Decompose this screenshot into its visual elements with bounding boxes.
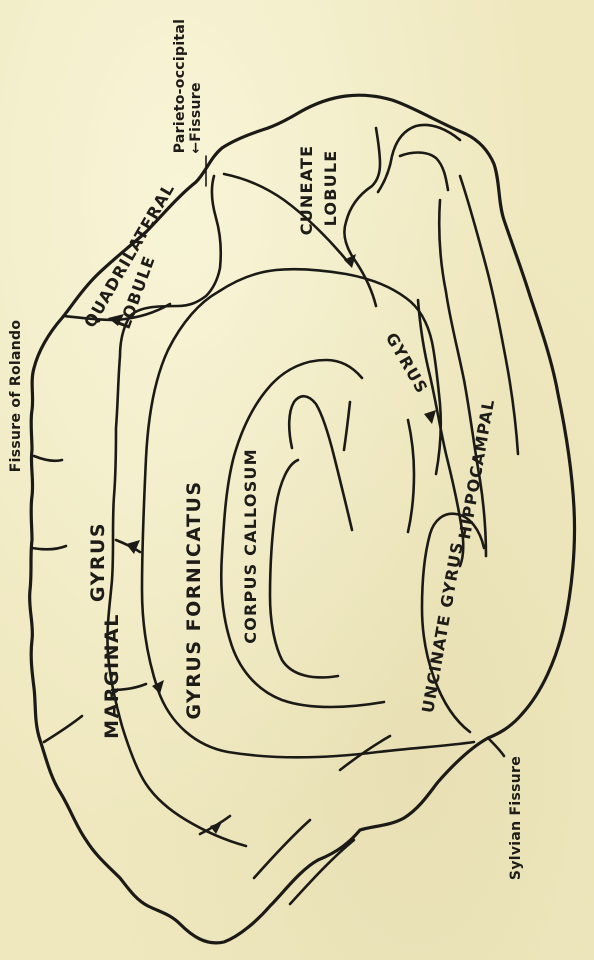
fornix-curve [289, 396, 352, 530]
sylvian-notch [488, 738, 504, 756]
marginal-notch-3 [44, 716, 82, 742]
label-uncinate-gyrus: UNCINATE GYRUS [418, 540, 467, 715]
frontal-sulcus-3 [340, 736, 390, 770]
label-cuneate-lobule: LOBULE [321, 150, 340, 227]
label-fissure-of-rolando: Fissure of Rolando [8, 320, 24, 473]
cuneate-inner-fissure [400, 153, 448, 191]
label-hippocampal-gyrus: GYRUS [382, 329, 432, 397]
label-parieto-occipital-2: ←Fissure [188, 82, 204, 154]
junction-mark-6 [424, 410, 436, 424]
corpus-callosum-inner [270, 460, 338, 677]
septum-line [344, 402, 350, 450]
label-cuneate: CUNEATE [297, 145, 316, 235]
lamina-terminalis-line [408, 420, 414, 532]
marginal-notch-2 [32, 546, 66, 549]
label-gyrus-marginal: GYRUS [87, 522, 109, 602]
label-parieto-occipital-1: Parieto-occipital [172, 19, 188, 154]
marginal-notch-1 [34, 456, 62, 461]
frontal-sulcus-1 [254, 820, 310, 878]
label-marginal: MARGINAL [101, 613, 123, 739]
frontal-sulcus-2 [290, 840, 354, 904]
label-corpus-callosum: CORPUS CALLOSUM [241, 448, 260, 643]
cuneate-lower-sulcus [344, 128, 380, 306]
label-hippocampal: HIPPOCAMPAL [455, 397, 498, 541]
junction-mark-3 [152, 680, 164, 694]
label-gyrus-fornicatus: GYRUS FORNICATUS [183, 480, 205, 719]
label-sylvian-fissure: Sylvian Fissure [508, 756, 524, 880]
